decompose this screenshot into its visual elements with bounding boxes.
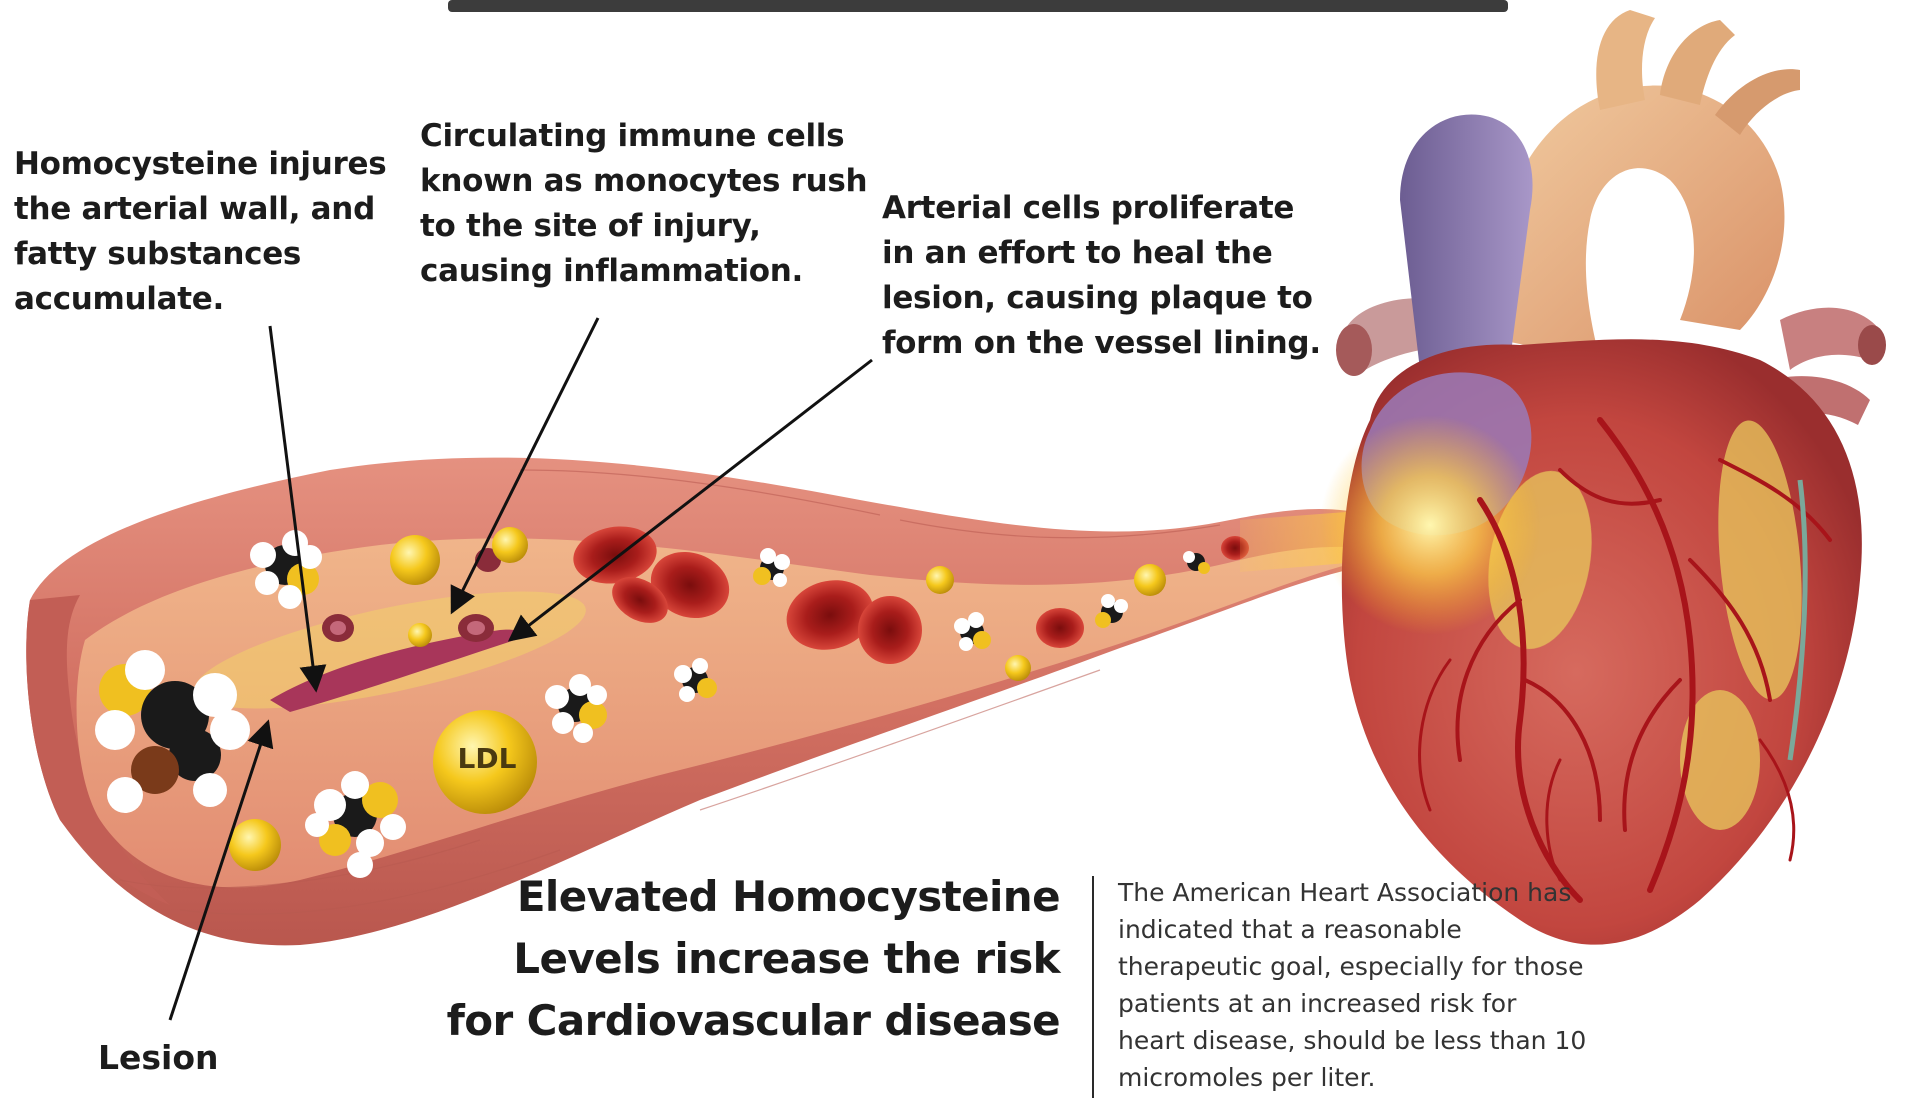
heart-illustration: [1320, 10, 1886, 945]
headline-divider: [1092, 876, 1094, 1098]
ldl-label: LDL: [437, 742, 537, 775]
heart-glow: [1320, 415, 1540, 635]
headline: Elevated Homocysteine Levels increase th…: [440, 866, 1060, 1052]
lesion-label: Lesion: [98, 1038, 219, 1077]
cropped-title-fragment: [448, 0, 1508, 12]
callout-cell-proliferation: Arterial cells proliferate in an effort …: [882, 186, 1332, 366]
vena-cava: [1400, 114, 1533, 370]
callout-homocysteine-injury: Homocysteine injures the arterial wall, …: [14, 142, 414, 322]
callout-monocytes: Circulating immune cells known as monocy…: [420, 114, 880, 294]
aha-recommendation-note: The American Heart Association has indic…: [1118, 874, 1588, 1096]
